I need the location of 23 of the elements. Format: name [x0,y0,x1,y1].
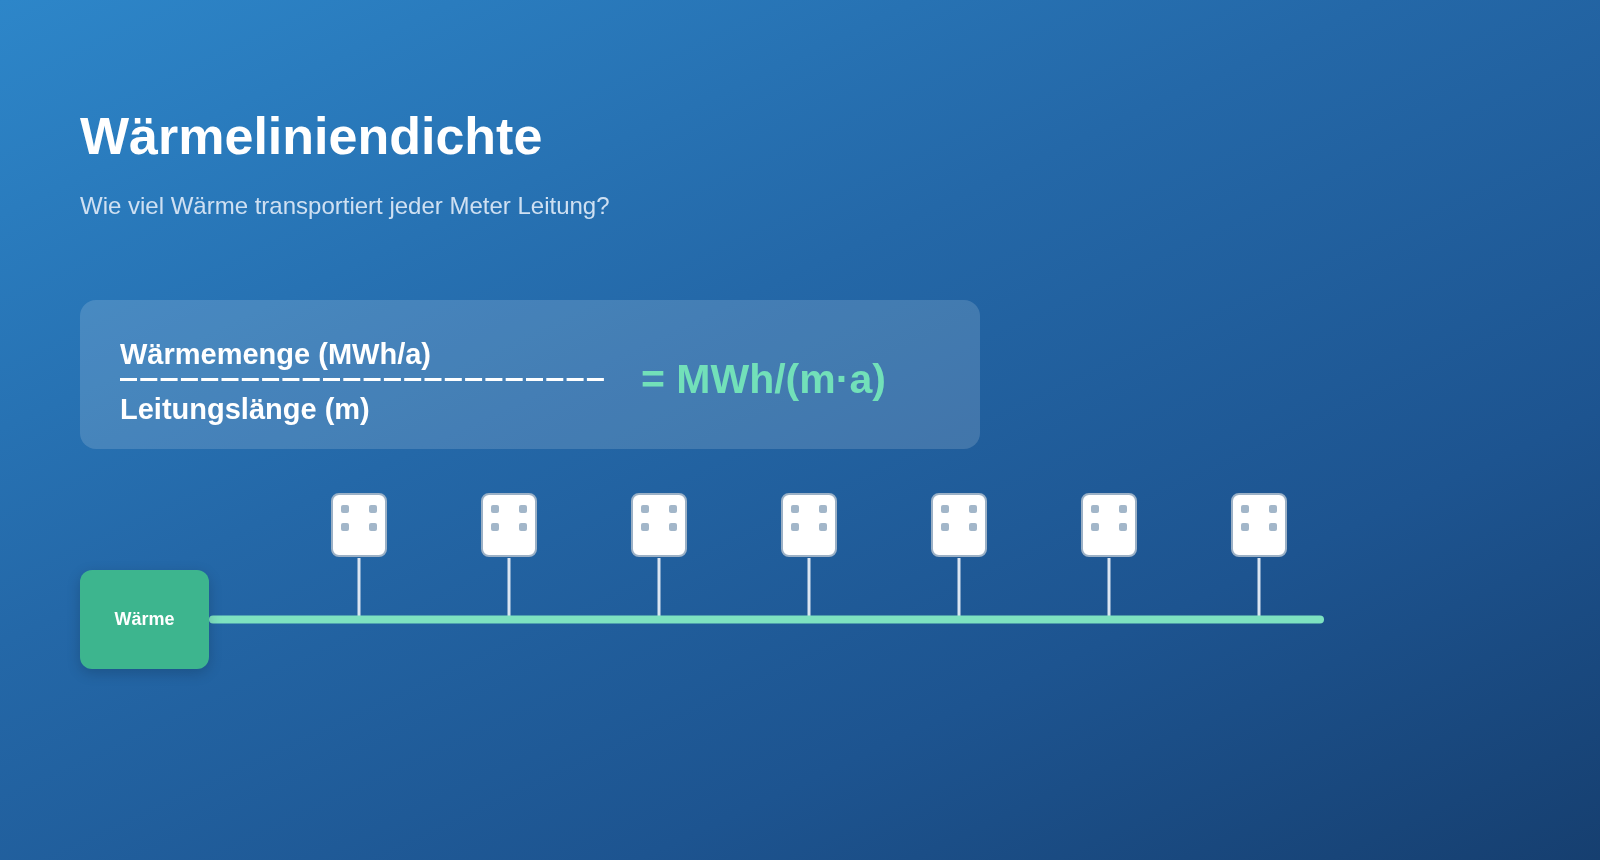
building-icon [1081,493,1137,557]
branch-line [957,558,961,618]
branch-line [807,558,811,618]
branch-line [357,558,361,618]
branch-line [657,558,661,618]
source-box [80,570,209,669]
building-icon [781,493,837,557]
building-icon [331,493,387,557]
subtitle: Wie viel Wärme transportiert jeder Meter Leitung? [80,191,610,220]
branch-line [1107,558,1111,618]
formula-panel [80,300,980,449]
building-icon [1231,493,1287,557]
formula-numerator: Wärmemenge (MWh/a) [120,337,431,371]
building-icon [481,493,537,557]
title: Wärmeliniendichte [80,106,543,166]
building-icon [631,493,687,557]
formula-result: = MWh/(m·a) [641,355,886,403]
formula-denominator: Leitungslänge (m) [120,392,370,426]
building-icon [931,493,987,557]
branch-line [1257,558,1261,618]
pipe-line [209,615,1324,624]
branch-line [507,558,511,618]
source-label: Wärme [114,609,175,630]
